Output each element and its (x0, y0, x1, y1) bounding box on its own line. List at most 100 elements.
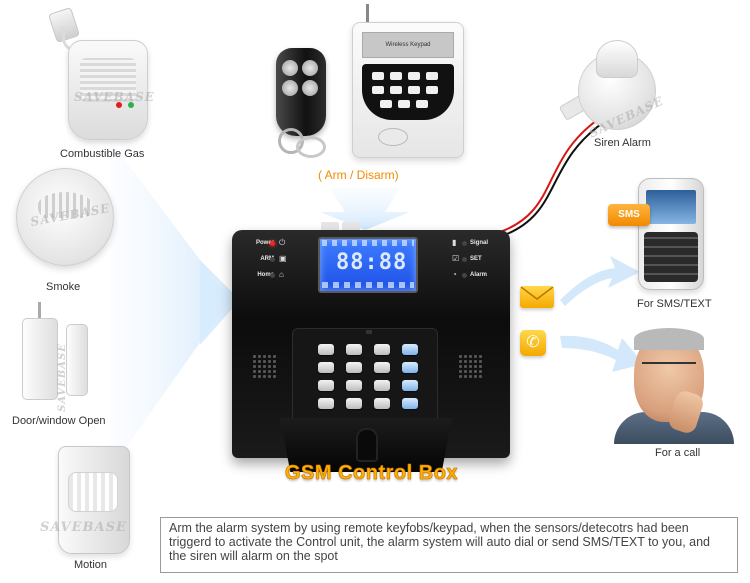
mic-hole (366, 330, 372, 334)
sim-card-icon (321, 222, 339, 232)
alarm-led (462, 273, 467, 278)
glasses-icon (642, 362, 696, 374)
keypad-key (372, 72, 384, 80)
motion-sensor-lens (68, 472, 118, 512)
set-led (462, 257, 467, 262)
description-text: Arm the alarm system by using remote key… (160, 517, 738, 573)
arrow-call (560, 335, 644, 372)
door-sensor-main (22, 318, 58, 400)
signal-icon: ▮ (452, 238, 457, 247)
keypad-key (398, 100, 410, 108)
keyring-icon (296, 136, 326, 158)
keypad-key (408, 86, 420, 94)
control-key (374, 362, 390, 373)
keypad-label: Wireless Keypad (362, 32, 454, 58)
tag-set: SET (470, 256, 482, 262)
label-sms-text: For SMS/TEXT (637, 298, 712, 310)
keypad-key (426, 86, 438, 94)
function-key (402, 380, 418, 391)
function-key (402, 398, 418, 409)
envelope-icon (520, 286, 554, 308)
lcd-zone-icons (322, 282, 414, 288)
lock-icon: ▣ (279, 254, 287, 263)
smoke-detector-vents (38, 192, 92, 218)
control-key (374, 344, 390, 355)
door-sensor-magnet (66, 324, 88, 396)
power-icon: ⏻ (279, 238, 286, 247)
control-key (346, 380, 362, 391)
control-key (346, 398, 362, 409)
function-key (402, 344, 418, 355)
fob-button (302, 60, 318, 76)
watermark: SAVEBASE (74, 90, 155, 104)
phone-screen (646, 190, 696, 224)
ray-left (110, 140, 230, 470)
keypad-antenna (366, 4, 369, 26)
keypad-key (426, 72, 438, 80)
label-motion: Motion (74, 559, 108, 571)
control-key (346, 362, 362, 373)
function-key (402, 362, 418, 373)
speaker-grille-right (458, 354, 482, 378)
lcd-status-icons (322, 240, 414, 246)
home-icon: ⌂ (279, 270, 284, 279)
ray-top (320, 188, 410, 230)
tag-signal: Signal (470, 240, 489, 246)
fob-button (282, 60, 298, 76)
keypad-key (408, 72, 420, 80)
control-key (318, 380, 334, 391)
watermark: SAVEBASE (56, 343, 68, 412)
control-key (374, 380, 390, 391)
gsm-control-box-title: GSM Control Box (285, 462, 459, 485)
keypad-key (372, 86, 384, 94)
tag-power: Power (255, 240, 274, 246)
alarm-icon: ◔ (452, 270, 457, 279)
set-icon: ☑ (452, 254, 460, 263)
fob-button (302, 80, 318, 96)
label-combustible-gas: Combustible Gas (60, 148, 145, 160)
label-for-a-call: For a call (655, 447, 701, 459)
control-key (318, 344, 334, 355)
control-keypad-panel (292, 328, 438, 428)
control-key (374, 398, 390, 409)
gas-green-led (128, 102, 134, 108)
signal-led (462, 241, 467, 246)
tag-home: Home (257, 272, 274, 278)
gas-red-led (116, 102, 122, 108)
watermark: SAVEBASE (40, 520, 127, 535)
cover-handle (356, 428, 378, 462)
label-smoke: Smoke (46, 281, 81, 293)
arrow-sms (560, 256, 640, 306)
fob-button (282, 80, 298, 96)
arm-led (270, 257, 275, 262)
label-siren-alarm: Siren Alarm (594, 137, 651, 149)
label-door-window-open: Door/window Open (12, 415, 106, 427)
lcd-time-digits: 88:88 (336, 250, 408, 275)
siren-alarm (578, 52, 656, 130)
control-key (318, 362, 334, 373)
tag-arm: ARM (260, 256, 274, 262)
door-sensor-antenna (38, 302, 41, 320)
ray-left-arrow (200, 260, 240, 345)
keypad-key (416, 100, 428, 108)
keypad-key (390, 86, 402, 94)
control-key (346, 344, 362, 355)
tag-alarm: Alarm (470, 272, 488, 278)
speaker-grille-left (252, 354, 276, 378)
phone-line-icon (342, 222, 360, 232)
control-key (318, 398, 334, 409)
home-led (270, 273, 275, 278)
power-led (270, 241, 275, 246)
keypad-key (390, 72, 402, 80)
siren-horn (596, 40, 638, 78)
person-hair (634, 328, 704, 350)
siren-wire-red (499, 117, 601, 233)
arm-disarm-label: ( Arm / Disarm) (318, 168, 399, 182)
siren-wire-black (501, 121, 605, 237)
keypad-round-button (378, 128, 408, 146)
sms-badge: SMS (608, 204, 650, 226)
phone-keyboard (644, 232, 698, 282)
phone-icon: ✆ (520, 330, 546, 356)
keypad-key (380, 100, 392, 108)
